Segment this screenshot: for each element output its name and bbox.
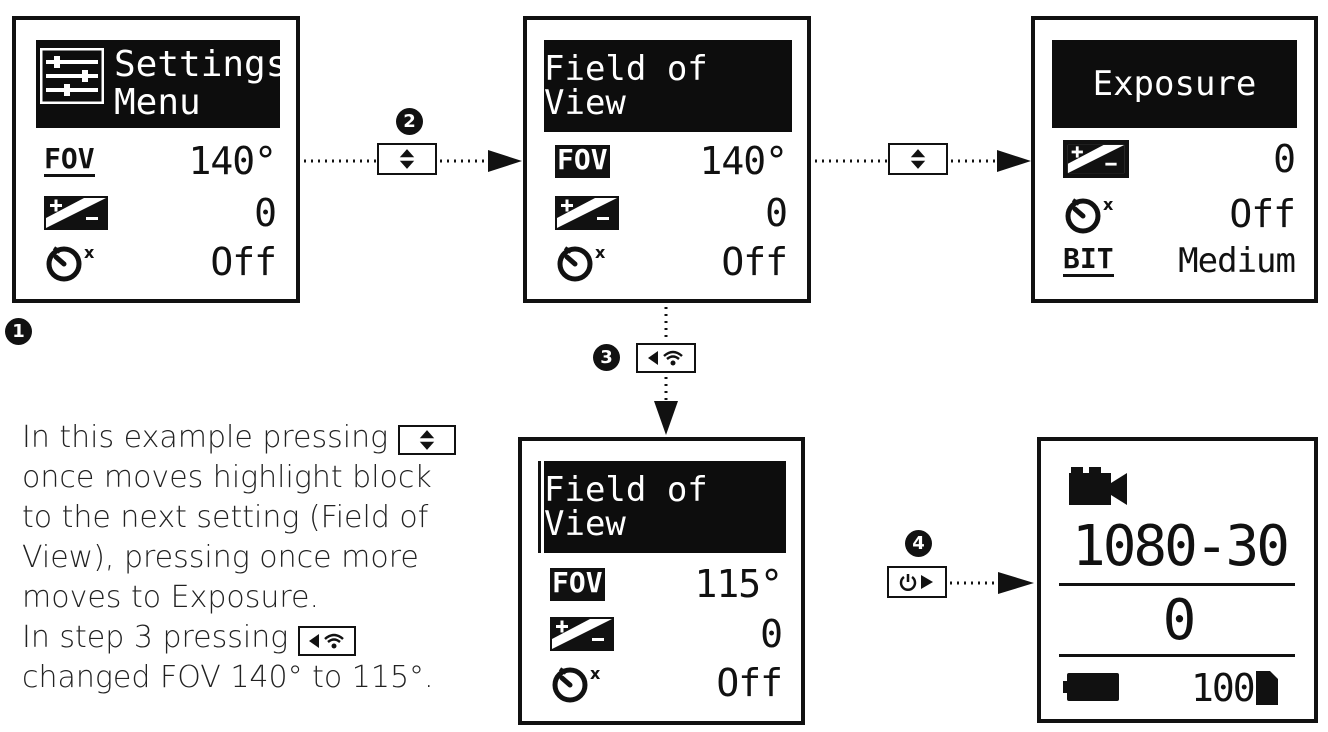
battery-percent: 100	[1191, 666, 1256, 710]
timer-value: Off	[210, 240, 277, 284]
battery-icon	[1063, 673, 1119, 701]
left-wifi-button[interactable]	[636, 343, 696, 373]
step-3-badge: 3	[593, 344, 620, 371]
divider-bottom	[1059, 654, 1295, 657]
settings-menu-title-block: Settings Menu	[36, 40, 287, 128]
exposure-icon	[44, 196, 108, 230]
field-of-view-screen-1: Field of View FOV 140° 0 Off	[523, 16, 811, 303]
center-value-text: 0	[1162, 588, 1197, 653]
self-timer-icon	[44, 242, 104, 282]
exposure-value: 0	[765, 191, 788, 235]
desc-line7: changed FOV 140° to 115°.	[22, 660, 434, 695]
exposure-icon	[555, 196, 619, 230]
field-of-view-title-block-2: Field of View	[544, 461, 786, 553]
self-timer-icon	[1063, 194, 1123, 234]
left-wifi-button-inline	[297, 626, 356, 656]
exposure-icon-highlighted	[1063, 140, 1129, 178]
exposure-title: Exposure	[1092, 64, 1257, 104]
bit-label: BIT	[1063, 242, 1114, 277]
step-1-badge: 1	[5, 318, 32, 345]
step-4-badge: 4	[905, 530, 932, 557]
field-of-view-title: Field of View	[544, 470, 708, 544]
dotted-arrow-4-5	[950, 572, 1034, 594]
fov-label-highlighted: FOV	[555, 142, 610, 178]
dotted-arrow-1-2	[304, 150, 522, 172]
dotted-arrow-2-3	[815, 150, 1031, 172]
self-timer-icon	[550, 663, 610, 703]
video-mode-screen: 1080-30 0 100	[1037, 437, 1318, 723]
video-camera-icon	[1069, 467, 1127, 505]
settings-sliders-icon	[39, 47, 105, 107]
exposure-screen: Exposure 0 Off BIT Medium	[1031, 16, 1318, 303]
step-2-badge: 2	[396, 108, 423, 135]
settings-title-line2: Menu	[114, 82, 201, 123]
title-block-edge	[538, 461, 541, 553]
fov-value: 140°	[188, 139, 277, 183]
up-down-arrow-icon	[418, 429, 436, 451]
field-of-view-title-block: Field of View	[544, 40, 792, 132]
fov-label: FOV	[44, 142, 95, 177]
description-text: In this example pressing once moves high…	[22, 418, 492, 698]
exposure-value: 0	[760, 612, 783, 656]
battery-readout: 100	[1191, 669, 1278, 707]
exposure-icon	[550, 617, 614, 651]
desc-line1: In this example pressing	[22, 420, 389, 455]
bit-value: Medium	[1178, 241, 1296, 281]
power-play-icon	[899, 574, 933, 591]
settings-title-line1: Settings	[114, 44, 288, 85]
desc-line2: once moves highlight block	[22, 460, 432, 495]
desc-line5: moves to Exposure.	[22, 580, 320, 615]
field-of-view-title: Field of View	[544, 49, 708, 123]
timer-value: Off	[1229, 192, 1296, 236]
dotted-arrow-2-4	[654, 307, 678, 435]
desc-line6: In step 3 pressing	[22, 620, 289, 655]
power-play-button[interactable]	[887, 566, 947, 598]
timer-value: Off	[716, 661, 783, 705]
self-timer-icon	[555, 242, 615, 282]
desc-line4: View), pressing once more	[22, 540, 419, 575]
exposure-value: 0	[254, 191, 277, 235]
up-down-button-inline	[397, 425, 456, 455]
fov-value: 140°	[699, 139, 788, 183]
settings-menu-screen: Settings Menu FOV 140° 0 Off	[12, 16, 300, 303]
timer-value: Off	[721, 240, 788, 284]
battery-cap-icon	[1255, 671, 1278, 705]
up-down-button[interactable]	[377, 143, 437, 175]
fov-value: 115°	[694, 562, 783, 606]
field-of-view-screen-2: Field of View FOV 115° 0 Off	[518, 437, 805, 725]
fov-label-highlighted: FOV	[550, 565, 605, 601]
desc-line3: to the next setting (Field of	[22, 500, 429, 535]
left-wifi-icon	[648, 350, 683, 366]
exposure-value: 0	[1273, 137, 1296, 181]
up-down-button-2[interactable]	[888, 143, 948, 175]
exposure-title-block: Exposure	[1052, 40, 1297, 128]
divider-top	[1059, 583, 1295, 586]
left-wifi-icon	[308, 633, 344, 649]
resolution-text: 1080-30	[1071, 514, 1290, 579]
